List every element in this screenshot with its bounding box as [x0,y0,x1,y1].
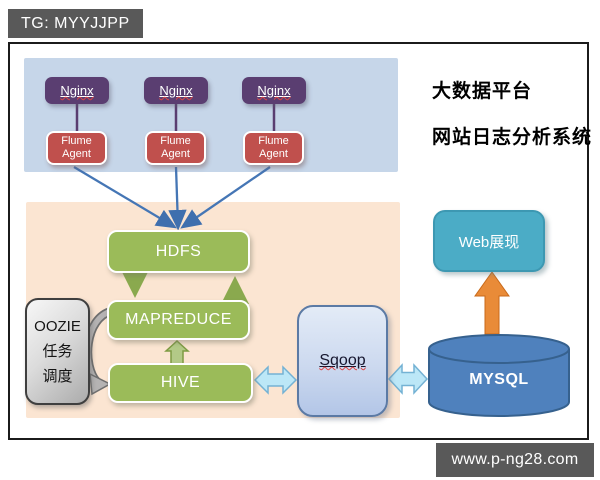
flume-label-line1: Flume [61,134,92,147]
diagram-title-line1: 大数据平台 [432,81,533,102]
sqoop-node: Sqoop [297,305,388,417]
nginx-node-2: Nginx [144,77,208,104]
mapreduce-label: MAPREDUCE [125,311,232,328]
web-display-label: Web展现 [458,233,520,251]
hdfs-node: HDFS [107,230,250,273]
hive-node: HIVE [108,363,253,403]
mysql-label: MYSQL [469,371,529,388]
oozie-label-line3: 调度 [42,368,73,385]
diagram-title-line2: 网站日志分析系统 [432,127,593,148]
flume-agent-node-2: Flume Agent [145,131,206,165]
oozie-label-line1: OOZIE [34,318,81,335]
nginx-label: Nginx [159,83,193,98]
nginx-label: Nginx [257,83,291,98]
web-display-node: Web展现 [433,210,545,272]
oozie-label-line2: 任务 [42,343,73,360]
flume-label-line2: Agent [161,148,190,160]
hive-label: HIVE [160,374,201,391]
nginx-node-3: Nginx [242,77,306,104]
sqoop-label: Sqoop [319,352,366,369]
flume-label-line1: Flume [258,134,289,147]
hdfs-label: HDFS [155,242,202,260]
mapreduce-node: MAPREDUCE [107,300,250,340]
flume-agent-node-3: Flume Agent [243,131,304,165]
flume-label-line2: Agent [62,148,91,160]
nginx-node-1: Nginx [45,77,109,104]
tg-watermark-badge: TG: MYYJJPP [8,9,143,38]
nginx-label: Nginx [60,83,94,98]
oozie-node: OOZIE 任务 调度 [25,298,90,405]
flume-agent-node-1: Flume Agent [46,131,107,165]
flume-label-line2: Agent [259,148,288,160]
flume-label-line1: Flume [160,134,191,147]
site-watermark-bar: www.p-ng28.com [436,443,594,477]
